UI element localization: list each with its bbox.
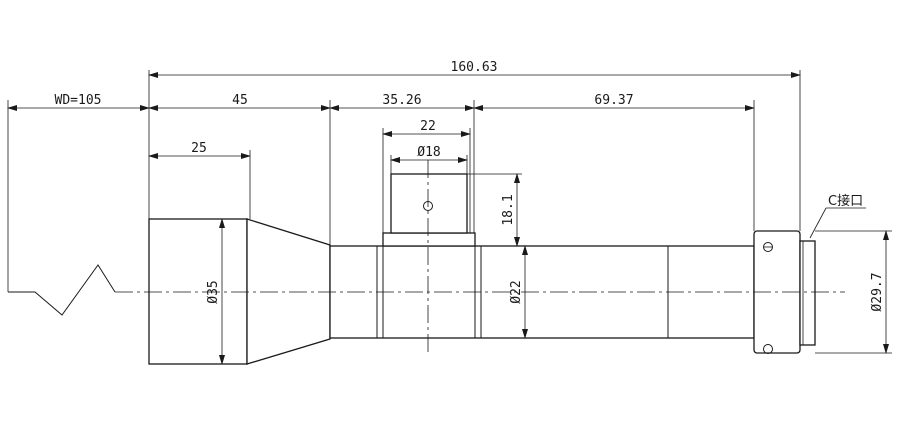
- total-length-label: 160.63: [451, 60, 498, 75]
- side-block: [390, 173, 468, 234]
- mount-ring-screw: [763, 344, 773, 354]
- front-cylinder: [148, 218, 248, 365]
- dimension-labels: 160.63 WD=105 45 35.26 69.37 25 22 Ø18 1…: [55, 60, 885, 312]
- block-height-label: 18.1: [501, 194, 516, 225]
- c-mount-callout: C接口: [809, 193, 866, 239]
- mount-ring-screw: [763, 242, 773, 252]
- lens-body: [148, 173, 816, 365]
- extension-lines: [7, 70, 892, 354]
- middle-section-label: 35.26: [382, 93, 421, 108]
- mount-diameter-label: Ø29.7: [870, 272, 885, 311]
- c-mount-label: C接口: [828, 193, 863, 209]
- working-distance-break-line: [8, 264, 116, 316]
- barrel-diameter-label: Ø22: [509, 280, 524, 303]
- working-distance-label: WD=105: [55, 93, 102, 108]
- front-section-label: 45: [232, 93, 248, 108]
- front-barrel-label: 25: [191, 141, 207, 156]
- block-width-label: 22: [420, 119, 436, 134]
- conical-section: [246, 218, 331, 365]
- c-mount-thread: [799, 240, 816, 346]
- side-block-base: [382, 232, 476, 247]
- rear-section-label: 69.37: [594, 93, 633, 108]
- front-diameter-label: Ø35: [206, 280, 221, 303]
- dimension-lines: [7, 72, 889, 365]
- block-diameter-label: Ø18: [417, 145, 440, 160]
